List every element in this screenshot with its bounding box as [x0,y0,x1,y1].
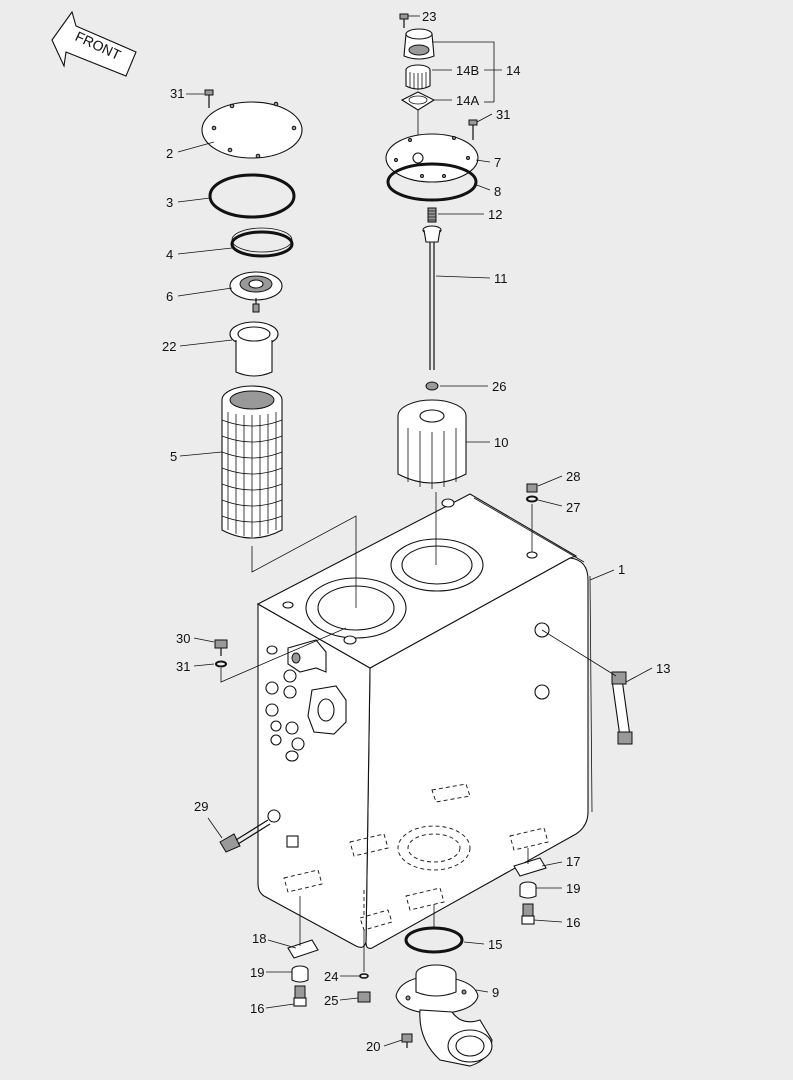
bolt-22 [399,13,409,28]
cover-plate-2 [201,101,303,159]
callout-1: 1 [618,562,625,577]
callout-28: 29 [194,799,208,814]
callout-20: 20 [366,1039,380,1054]
callout-16-right: 16 [566,915,580,930]
tank-cover-7 [385,133,479,183]
bolt-16-left [293,985,307,1007]
level-gauge-13 [541,629,633,745]
callout-27: 28 [566,469,580,484]
callout-4: 4 [166,247,173,262]
callout-25: 26 [492,379,506,394]
breather-cap-14b [403,28,435,60]
callout-17: 17 [566,854,580,869]
plug-24 [357,991,371,1003]
callout-21: 22 [162,339,176,354]
o-ring-8 [386,162,478,202]
plug-27 [526,483,538,493]
spring-12 [427,207,437,223]
breather-element-14 [405,64,431,90]
callout-23: 24 [324,969,338,984]
o-ring-26 [526,495,538,503]
assembly-line-5 [251,515,357,608]
callout-3: 3 [166,195,173,210]
o-ring-15 [404,926,464,954]
sensor-28 [219,819,271,853]
nut-25 [425,381,439,391]
callout-29: 30 [176,631,190,646]
bolt-31-right [468,119,478,140]
callout-labels: 31 2 3 4 6 22 5 23 14B 14 14A 31 7 8 12 … [162,9,670,1054]
callout-14: 14 [506,63,520,78]
shim-18 [287,939,319,959]
callout-6: 6 [166,289,173,304]
o-ring-3 [208,173,296,219]
callout-19-left: 19 [250,965,264,980]
assembly-line-29 [220,627,347,683]
callout-30: 31 [176,659,190,674]
filter-element-5 [221,385,283,539]
callout-18: 18 [252,931,266,946]
callout-16-left: 16 [250,1001,264,1016]
shim-17 [513,857,547,877]
callout-15: 15 [488,937,502,952]
callout-12: 12 [488,207,502,222]
washer-23 [359,973,369,979]
callout-31-left: 31 [170,86,184,101]
callout-8: 8 [494,184,501,199]
washer-30 [215,660,227,668]
callout-10: 10 [494,435,508,450]
callout-2: 2 [166,146,173,161]
callout-13: 13 [656,661,670,676]
callout-26: 27 [566,500,580,515]
hydraulic-tank [256,493,593,949]
callout-14b: 14B [456,63,479,78]
front-direction-arrow: FRONT [51,10,137,77]
bolt-16-right [521,903,535,925]
sleeve-21 [229,321,279,377]
callout-11: 11 [494,271,508,286]
callout-22: 23 [422,9,436,24]
relief-valve-rod-11 [422,225,442,370]
callout-14a: 14A [456,93,479,108]
gasket-14a [400,91,436,111]
return-filter-10 [397,399,467,489]
callout-9: 9 [492,985,499,1000]
suction-flange-9 [395,964,493,1067]
callout-19-right: 19 [566,881,580,896]
bolt-31-left [204,89,214,108]
spacer-19-left [291,965,309,983]
bolt-20 [401,1033,413,1048]
callout-24: 25 [324,993,338,1008]
callout-31-right: 31 [496,107,510,122]
bypass-valve-6 [229,271,283,313]
callout-5: 5 [170,449,177,464]
bolt-29 [214,639,228,656]
callout-7: 7 [494,155,501,170]
leader-lines [177,15,653,1047]
spacer-19-right [519,881,537,899]
snap-ring-4 [230,227,294,258]
